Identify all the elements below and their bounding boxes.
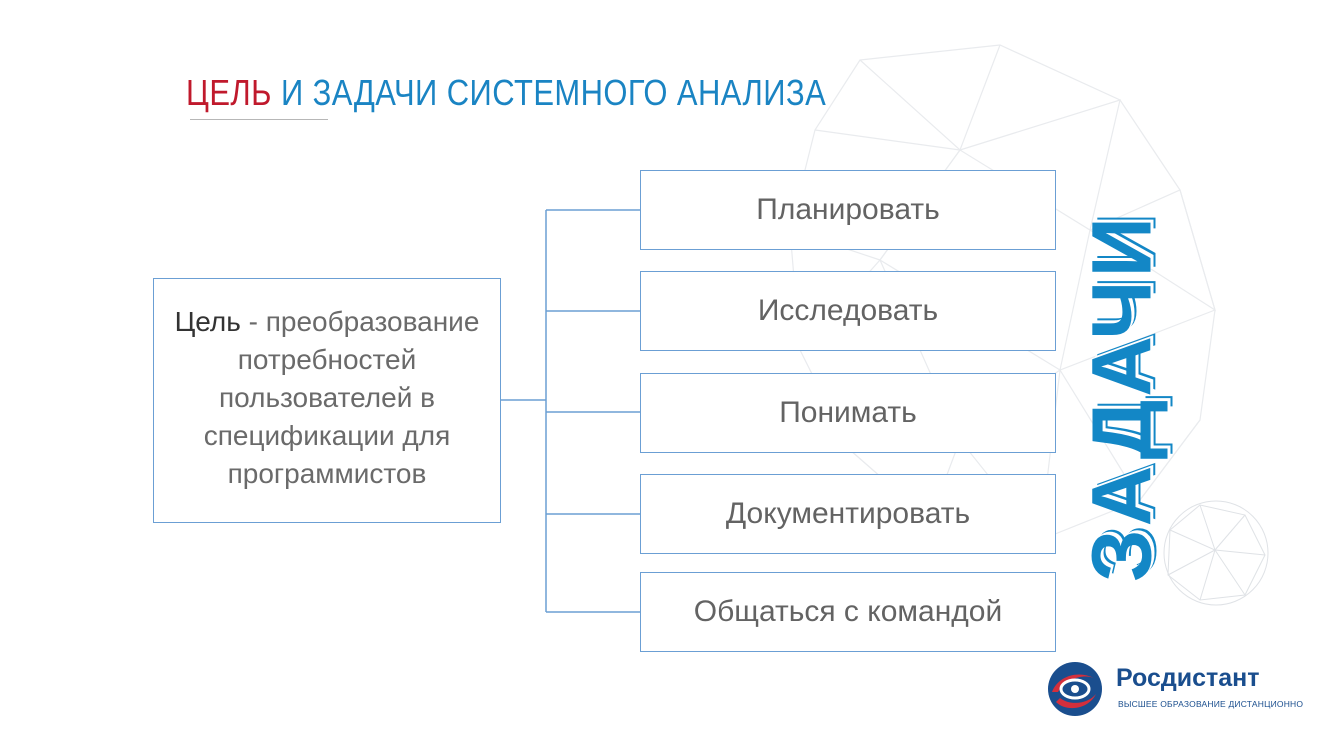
goal-description: Цель - преобразование потребностей польз… [154,303,500,493]
task-box-document: Документировать [640,474,1056,554]
goal-text: - преобразование потребностей пользовате… [203,305,480,489]
brand-logo: Росдистант ВЫСШЕЕ ОБРАЗОВАНИЕ ДИСТАНЦИОН… [1044,658,1303,718]
title-rest: И ЗАДАЧИ СИСТЕМНОГО АНАЛИЗА [271,72,827,113]
side-label-tasks: ЗАДАЧИ [1074,214,1169,582]
page-title: ЦЕЛЬ И ЗАДАЧИ СИСТЕМНОГО АНАЛИЗА [186,72,826,114]
goal-box: Цель - преобразование потребностей польз… [153,278,501,523]
task-box-communicate: Общаться с командой [640,572,1056,652]
title-underline [190,119,328,120]
goal-term: Цель [174,305,241,337]
logo-tagline: ВЫСШЕЕ ОБРАЗОВАНИЕ ДИСТАНЦИОННО [1118,699,1304,709]
title-highlight: ЦЕЛЬ [186,72,272,113]
task-box-plan: Планировать [640,170,1056,250]
task-box-understand: Понимать [640,373,1056,453]
logo-name: Росдистант [1116,664,1260,692]
task-box-research: Исследовать [640,271,1056,351]
rosdistant-logo-icon [1048,662,1102,716]
